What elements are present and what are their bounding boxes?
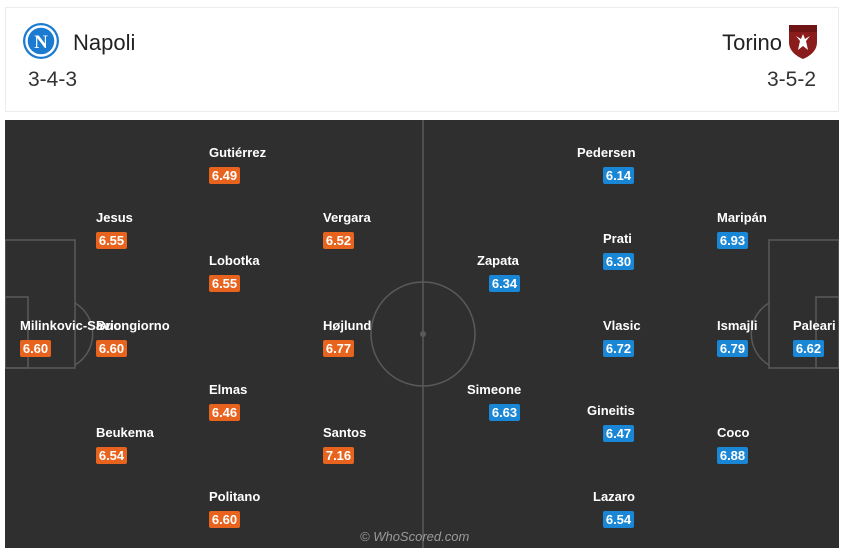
rating-badge: 6.77 [323,340,354,357]
player-name: Simeone [467,382,522,397]
player-name: Milinkovic-Savic [20,318,122,333]
rating-badge: 6.49 [209,167,240,184]
player-name: Buongiorno [96,318,170,333]
rating-badge: 6.46 [209,404,240,421]
player-name: Vergara [323,210,371,225]
player-name: Prati [603,231,632,246]
home-team-name[interactable]: Napoli [73,30,136,55]
rating-badge: 6.60 [209,511,240,528]
rating-badge: 6.54 [603,511,634,528]
player-name: Pedersen [577,145,636,160]
player-name: Maripán [717,210,767,225]
rating-badge: 6.30 [603,253,634,270]
bottom-edge [0,548,845,554]
rating-badge: 6.60 [96,340,127,357]
rating-badge: 6.14 [603,167,634,184]
player-name: Beukema [96,425,154,440]
player-name: Politano [209,489,261,504]
svg-text:N: N [34,32,48,53]
watermark: © WhoScored.com [360,529,470,544]
player-name: Coco [717,425,750,440]
napoli-crest-icon: N [23,23,59,59]
rating-badge: 6.79 [717,340,748,357]
player-name: Højlund [323,318,372,333]
rating-badge: 6.47 [603,425,634,442]
player-name: Lobotka [209,253,260,268]
rating-badge: 6.52 [323,232,354,249]
rating-badge: 6.34 [489,275,520,292]
player-name: Santos [323,425,367,440]
rating-badge: 6.60 [20,340,51,357]
player-name: Gineitis [587,403,635,418]
away-team-name[interactable]: Torino [722,30,782,55]
away-formation: 3-5-2 [766,68,816,91]
rating-badge: 6.62 [793,340,824,357]
player-name: Zapata [477,253,519,268]
home-formation: 3-4-3 [28,68,78,91]
pitch: Milinkovic-Savic 6.60 Buongiorno 6.60 Je… [5,120,839,548]
rating-badge: 6.54 [96,447,127,464]
rating-badge: 6.93 [717,232,748,249]
pitch-lines [5,120,839,548]
player-name: Elmas [209,382,248,397]
rating-badge: 6.55 [96,232,127,249]
player-name: Ismajli [717,318,758,333]
player-name: Jesus [96,210,133,225]
player-name: Vlasic [603,318,641,333]
match-header: N Napoli 3-4-3 Torino 3-5-2 [5,7,839,112]
torino-crest-icon [789,25,817,59]
rating-badge: 7.16 [323,447,354,464]
rating-badge: 6.72 [603,340,634,357]
player-name: Gutiérrez [209,145,267,160]
player-name: Lazaro [593,489,635,504]
player-name: Paleari [793,318,836,333]
rating-badge: 6.55 [209,275,240,292]
rating-badge: 6.63 [489,404,520,421]
rating-badge: 6.88 [717,447,748,464]
